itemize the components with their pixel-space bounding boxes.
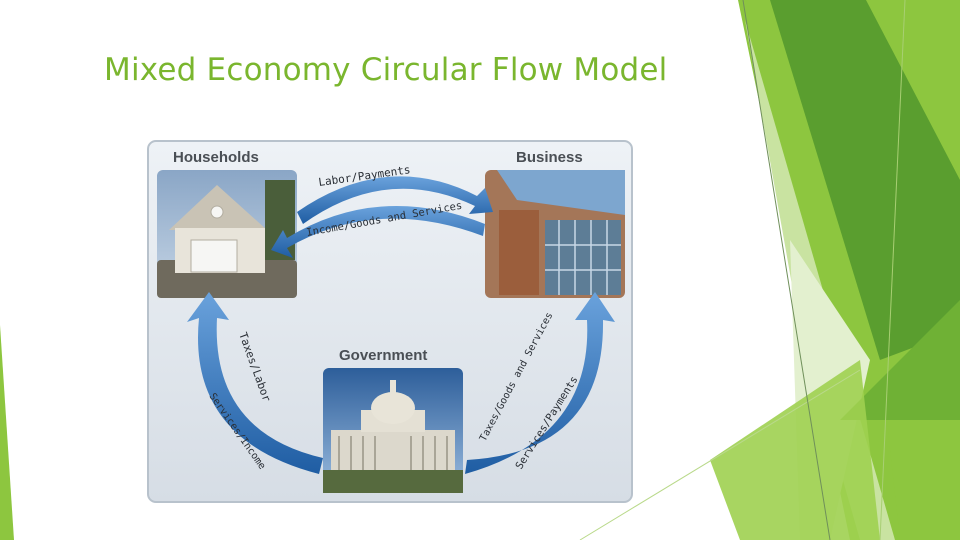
households-label: Households — [173, 149, 259, 166]
business-label: Business — [516, 149, 583, 166]
government-label: Government — [339, 347, 427, 364]
slide-title: Mixed Economy Circular Flow Model — [104, 52, 667, 88]
business-image — [485, 170, 625, 298]
households-image — [157, 170, 297, 298]
circular-flow-diagram: Households Business Government Labor/Pay… — [147, 140, 633, 503]
government-image — [323, 368, 463, 493]
